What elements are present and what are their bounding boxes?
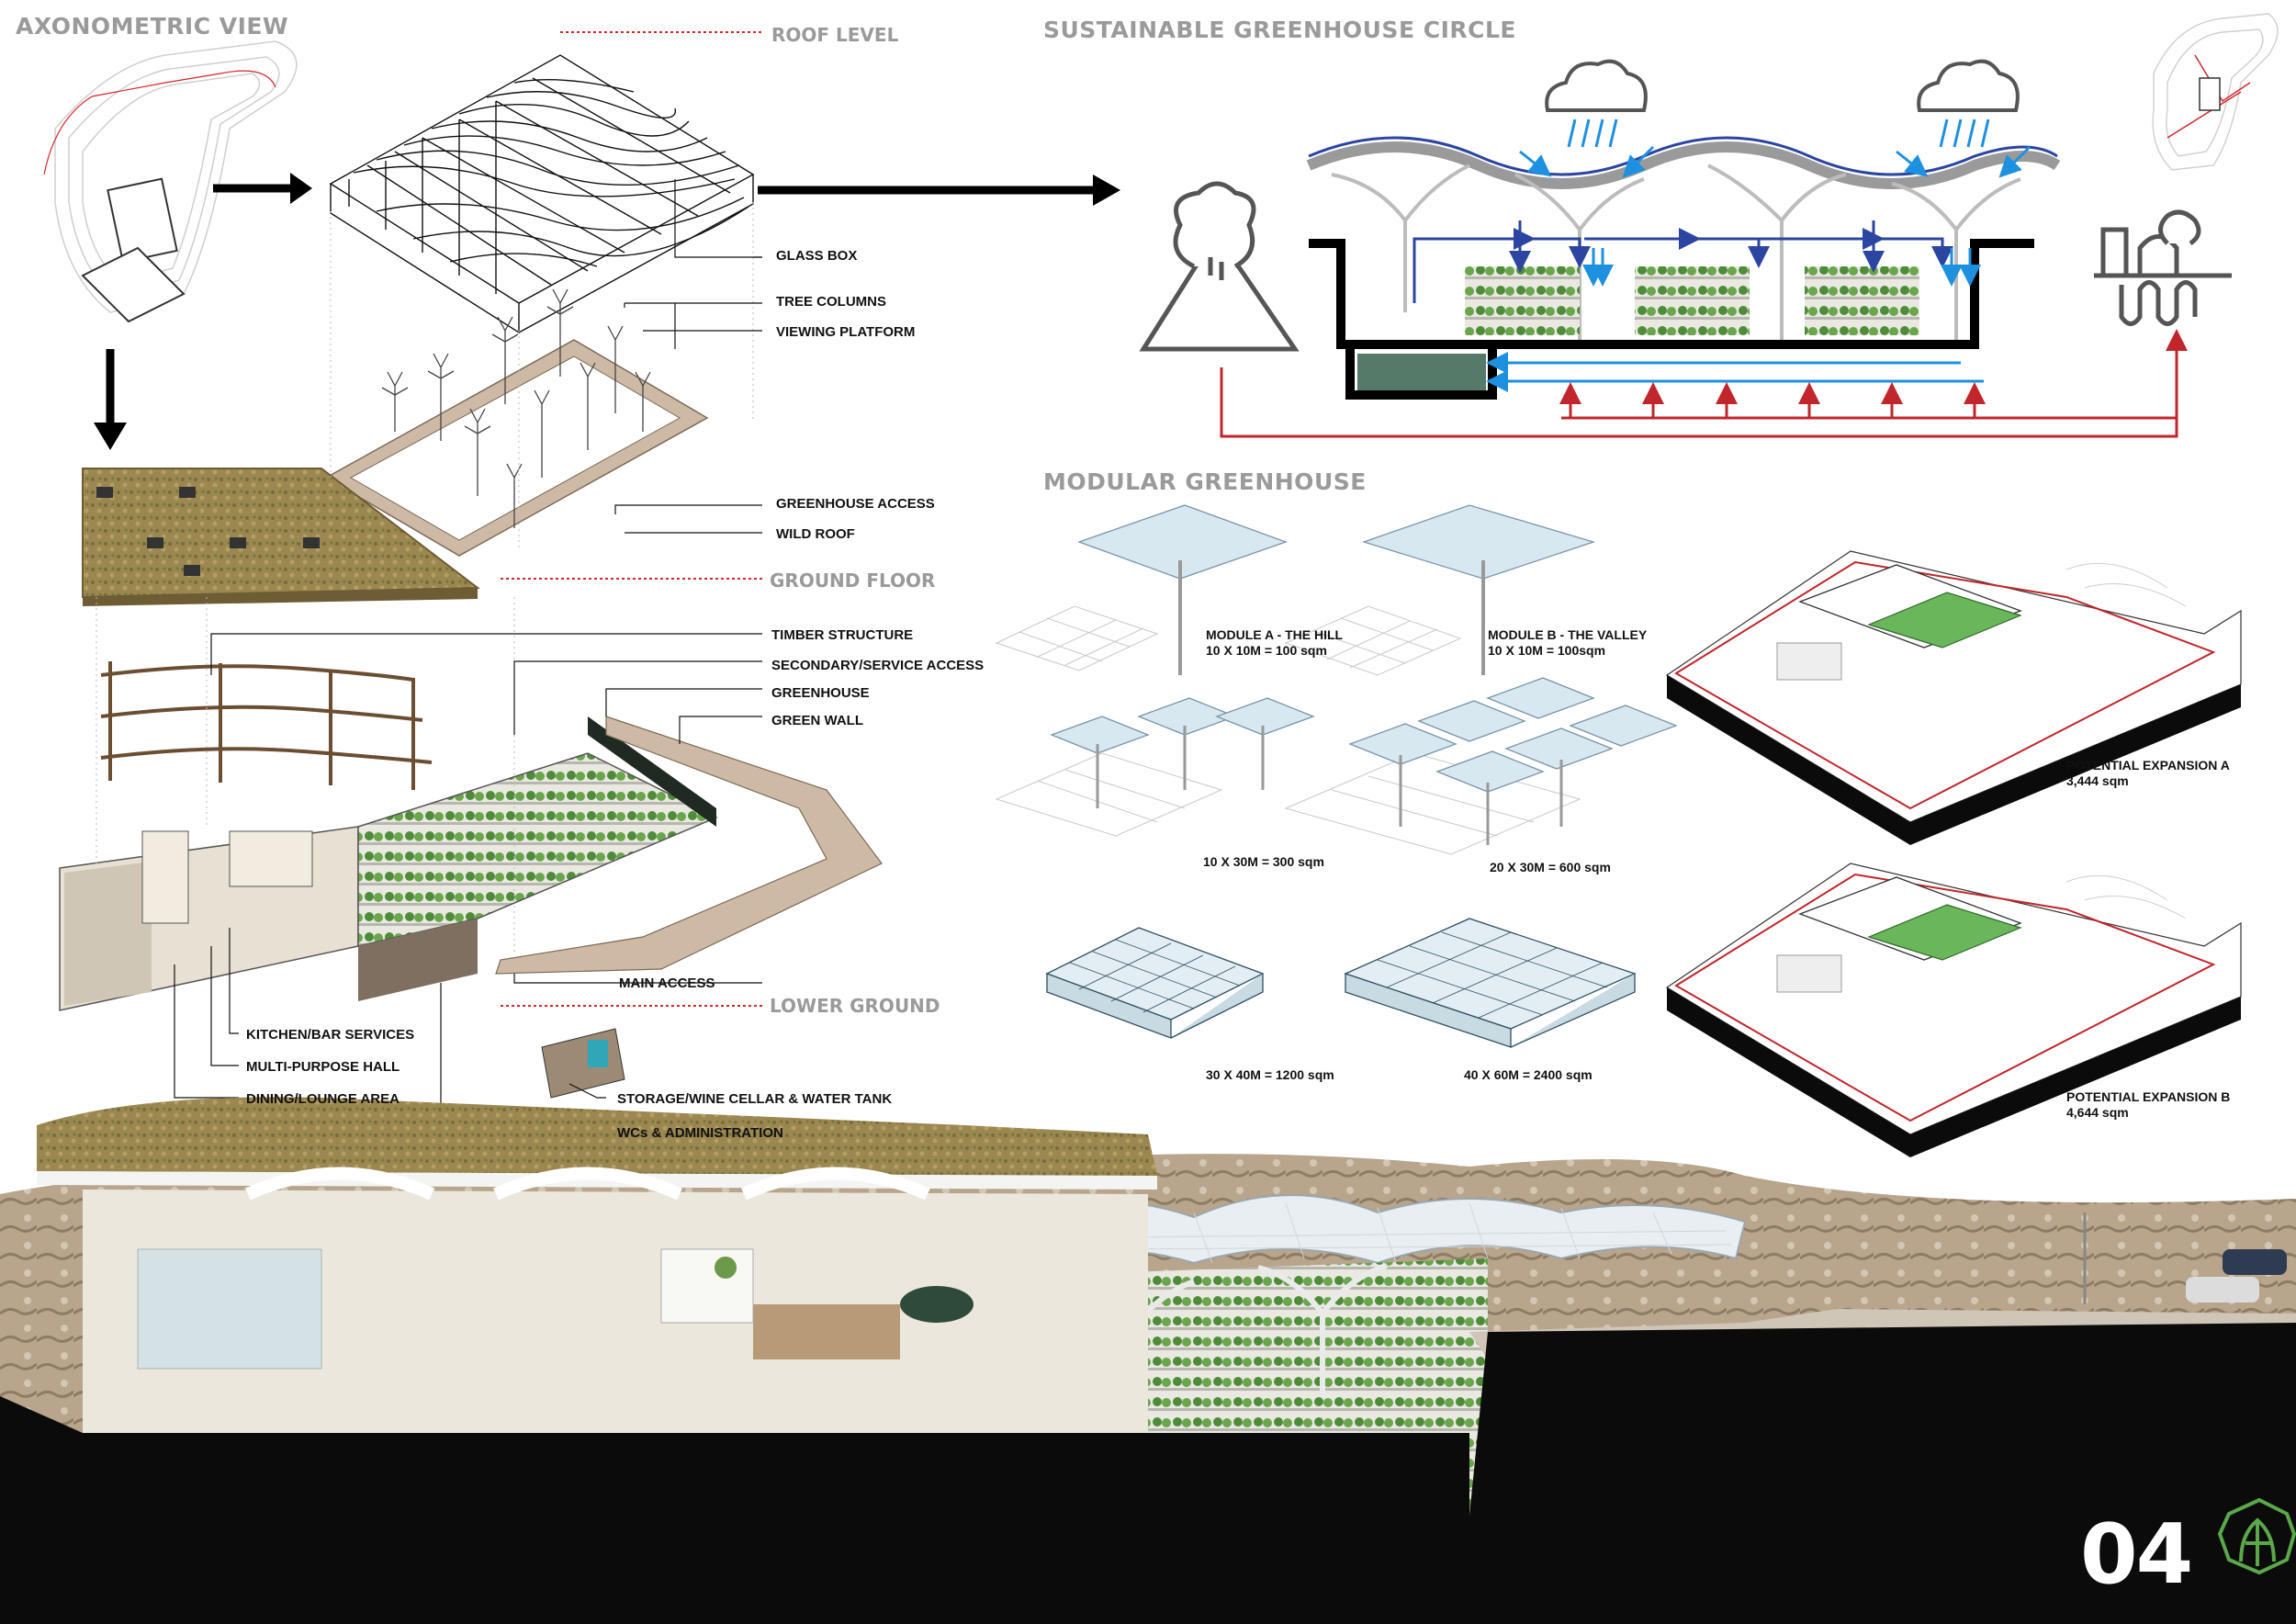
lower-ground-model <box>59 716 883 1099</box>
module-grids <box>995 605 1581 855</box>
label-storage-water-tank: STORAGE/WINE CELLAR & WATER TANK <box>617 1091 893 1107</box>
label-greenhouse: GREENHOUSE <box>771 685 870 701</box>
label-kitchen-bar: KITCHEN/BAR SERVICES <box>246 1027 415 1043</box>
label-greenhouse-access: GREENHOUSE ACCESS <box>776 496 935 512</box>
level-ground-floor: GROUND FLOOR <box>770 570 936 592</box>
level-roof: ROOF LEVEL <box>771 24 899 46</box>
label-main-access: MAIN ACCESS <box>619 976 715 991</box>
module-a-caption: MODULE A - THE HILL 10 X 10M = 100 sqm <box>1206 627 1343 659</box>
label-wild-roof: WILD ROOF <box>776 526 855 542</box>
module-a-name: MODULE A - THE HILL <box>1206 627 1344 642</box>
label-timber-structure: TIMBER STRUCTURE <box>771 627 914 643</box>
module-b-caption: MODULE B - THE VALLEY 10 X 10M = 100sqm <box>1488 627 1647 659</box>
expansion-b-area: 4,644 sqm <box>2066 1105 2129 1120</box>
module-a-size: 10 X 10M = 100 sqm <box>1206 643 1327 658</box>
heading-sustainable-circle: SUSTAINABLE GREENHOUSE CIRCLE <box>1043 17 1516 43</box>
expansion-b-name: POTENTIAL EXPANSION B <box>2066 1089 2231 1104</box>
timber-structure <box>100 661 433 790</box>
label-wcs-admin: WCs & ADMINISTRATION <box>617 1125 783 1141</box>
level-lower-ground: LOWER GROUND <box>770 995 940 1017</box>
module-b-size: 10 X 10M = 100sqm <box>1488 643 1606 658</box>
heading-axonometric: AXONOMETRIC VIEW <box>16 13 289 39</box>
label-secondary-access: SECONDARY/SERVICE ACCESS <box>771 658 985 673</box>
label-glass-box: GLASS BOX <box>776 248 858 264</box>
module-600-caption: 20 X 30M = 600 sqm <box>1490 860 1611 874</box>
glasshouse-blocks <box>1045 918 1637 1048</box>
logo-icon <box>2217 1497 2296 1575</box>
expansion-a-area: 3,444 sqm <box>2066 773 2129 788</box>
section-render <box>0 1097 2296 1624</box>
label-multi-purpose-hall: MULTI-PURPOSE HALL <box>246 1059 400 1075</box>
site-keymap-right <box>2152 13 2279 171</box>
label-tree-columns: TREE COLUMNS <box>776 294 886 310</box>
page-number: 04 <box>2080 1506 2193 1603</box>
geothermal-plant-icon <box>2094 209 2232 326</box>
module-2400-caption: 40 X 60M = 2400 sqm <box>1464 1067 1593 1082</box>
module-b-name: MODULE B - THE VALLEY <box>1488 627 1648 642</box>
module-1200-caption: 30 X 40M = 1200 sqm <box>1206 1067 1334 1082</box>
expansion-site-b <box>1665 863 2242 1157</box>
label-green-wall: GREEN WALL <box>771 713 863 728</box>
expansion-a-caption: POTENTIAL EXPANSION A 3,444 sqm <box>2066 758 2230 789</box>
volcano-icon <box>1139 181 1300 352</box>
rain-cloud-icon <box>1545 59 2020 112</box>
glass-box-wireframe <box>329 54 755 334</box>
module-300-caption: 10 X 30M = 300 sqm <box>1203 854 1324 869</box>
expansion-site-a <box>1665 550 2242 845</box>
umbrella-modules <box>1050 504 1678 845</box>
expansion-a-name: POTENTIAL EXPANSION A <box>2066 758 2230 773</box>
tree-columns <box>381 288 651 528</box>
viewing-platform <box>324 339 709 557</box>
heading-modular: MODULAR GREENHOUSE <box>1043 468 1367 495</box>
expansion-b-caption: POTENTIAL EXPANSION B 4,644 sqm <box>2066 1089 2230 1121</box>
label-dining-lounge: DINING/LOUNGE AREA <box>246 1091 400 1107</box>
label-viewing-platform: VIEWING PLATFORM <box>776 324 916 340</box>
